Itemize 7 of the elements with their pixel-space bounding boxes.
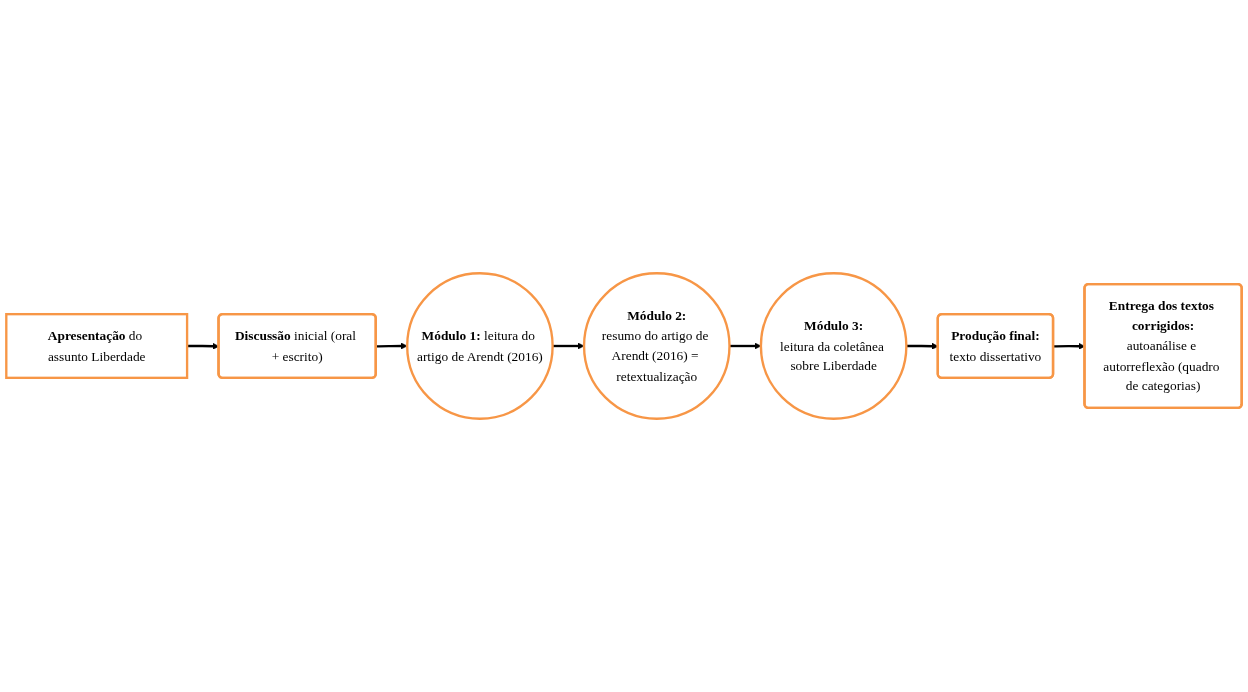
- node-circle: Módulo 2: resumo do artigo de Arendt (2016) = retextualização: [582, 272, 731, 420]
- arrow: [729, 342, 762, 350]
- node-box: Apresentação do assunto Liberdade: [5, 313, 189, 379]
- arrow: [552, 342, 585, 350]
- node-circle: Módulo 3: leitura da coletânea sobre Liberdade: [759, 272, 908, 420]
- node-circle: Módulo 1: leitura do artigo de Arendt (2016): [406, 272, 554, 420]
- arrow: [376, 342, 408, 350]
